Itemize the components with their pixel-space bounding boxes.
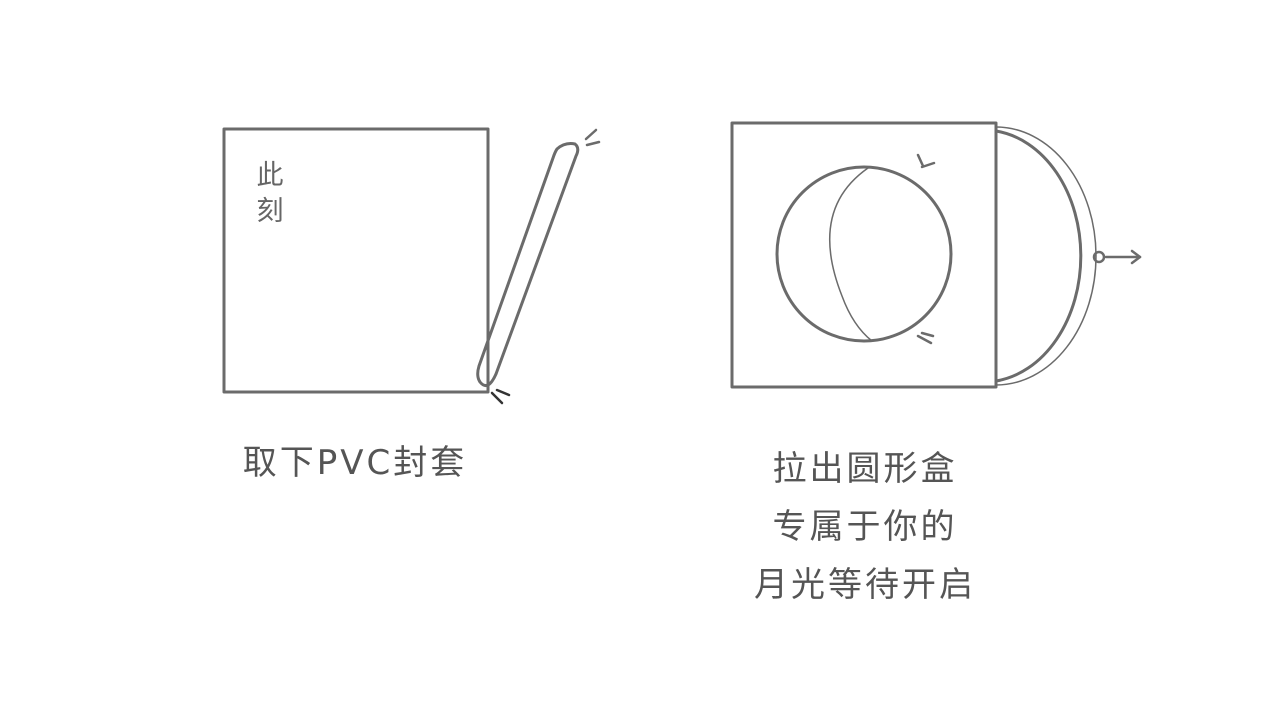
moon-disc-icon	[775, 165, 953, 343]
sleeve-label-char: 刻	[256, 196, 284, 227]
pull-arrow-icon	[1092, 249, 1142, 265]
motion-ticks-icon	[584, 128, 601, 147]
step-2-caption: 拉出圆形盒 专属于你的 月光等待开启	[720, 440, 1010, 614]
pvc-cover-icon	[476, 142, 580, 388]
step-2-caption-line: 月光等待开启	[754, 565, 976, 605]
sleeve-label: 此 刻	[252, 158, 288, 230]
round-box-icon	[730, 121, 998, 389]
step-2-caption-line: 拉出圆形盒	[772, 449, 958, 489]
step-1-caption: 取下PVC封套	[242, 443, 468, 483]
round-box-icon	[994, 129, 1083, 383]
step-2-caption-line: 专属于你的	[772, 507, 958, 547]
motion-ticks-icon	[490, 388, 511, 405]
sleeve-label-char: 此	[256, 160, 284, 191]
album-sleeve-icon	[222, 127, 490, 394]
motion-ticks-icon	[916, 153, 936, 345]
